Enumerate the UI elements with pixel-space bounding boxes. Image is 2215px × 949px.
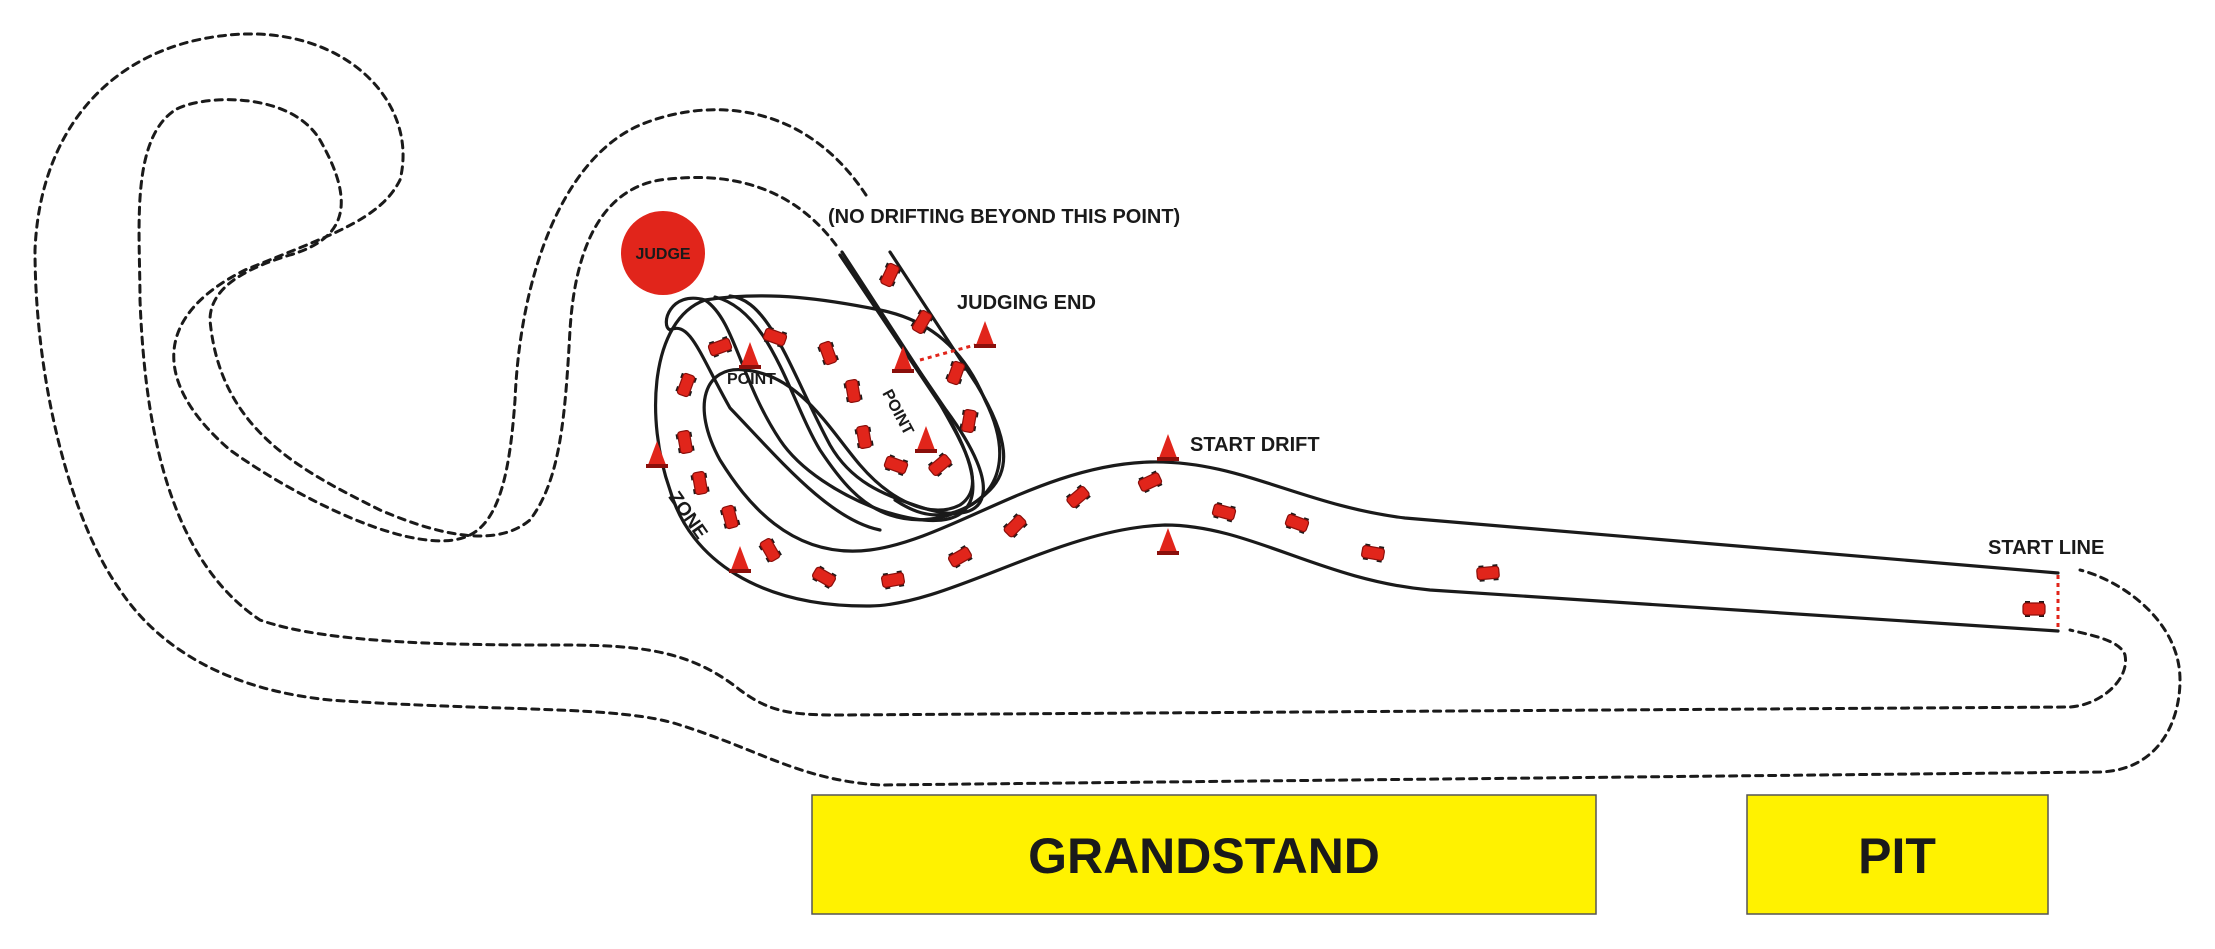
outer-circuit-outer-boundary — [33, 32, 2182, 787]
car-icon — [1284, 512, 1310, 534]
car-icon — [883, 454, 909, 476]
drift-track-outer-edge — [664, 253, 975, 532]
car-icon — [945, 360, 967, 386]
car-icon — [719, 504, 741, 530]
car-icon — [762, 326, 788, 348]
car-icon — [690, 471, 710, 495]
car-icon — [1211, 501, 1237, 523]
traffic-cone-icon — [915, 426, 937, 453]
car-icon — [878, 262, 902, 288]
start-drift-label: START DRIFT — [1190, 434, 1320, 456]
car-icon — [675, 430, 695, 454]
cars-group — [675, 262, 2046, 617]
car-icon — [843, 379, 863, 403]
car-icon — [758, 537, 782, 563]
car-icon — [1137, 470, 1163, 494]
zone-label: ZONE — [664, 488, 711, 543]
car-icon — [854, 425, 874, 449]
car-icon — [817, 340, 839, 366]
pit-area — [1746, 794, 2049, 915]
drift-track-edge-b — [713, 250, 1006, 522]
car-icon — [2022, 601, 2046, 617]
car-icon — [1361, 543, 1385, 563]
car-icon — [881, 570, 905, 590]
car-icon — [1476, 564, 1500, 582]
traffic-cone-icon — [729, 546, 751, 573]
traffic-cone-icon — [1157, 528, 1179, 555]
drift-track-lower-edge — [653, 294, 2060, 633]
car-icon — [959, 409, 979, 433]
point-label-left: POINT — [727, 371, 776, 388]
no-drifting-label: (NO DRIFTING BEYOND THIS POINT) — [828, 206, 1180, 228]
car-icon — [811, 565, 837, 589]
traffic-cone-icon — [739, 342, 761, 369]
judge-marker — [621, 211, 705, 295]
outer-circuit-inner-boundary — [137, 98, 2127, 717]
car-icon — [947, 545, 973, 569]
car-icon — [707, 336, 733, 358]
judging-end-marker — [919, 343, 976, 362]
car-icon — [910, 309, 934, 335]
car-icon — [1065, 484, 1091, 509]
car-icon — [675, 372, 697, 398]
drift-track-upper-edge — [702, 250, 2060, 575]
judge-label: JUDGE — [635, 246, 690, 263]
traffic-cone-icon — [892, 346, 914, 373]
point-label-mid: POINT — [878, 387, 916, 438]
grandstand-label: GRANDSTAND — [1028, 828, 1380, 884]
car-icon — [927, 452, 953, 477]
judging-end-label: JUDGING END — [957, 292, 1096, 314]
traffic-cone-icon — [974, 321, 996, 348]
car-icon — [1002, 513, 1028, 539]
traffic-cone-icon — [1157, 434, 1179, 461]
traffic-cone-icon — [646, 441, 668, 468]
grandstand-area — [811, 794, 1597, 915]
pit-label: PIT — [1858, 828, 1936, 884]
start-line-label: START LINE — [1988, 537, 2104, 559]
